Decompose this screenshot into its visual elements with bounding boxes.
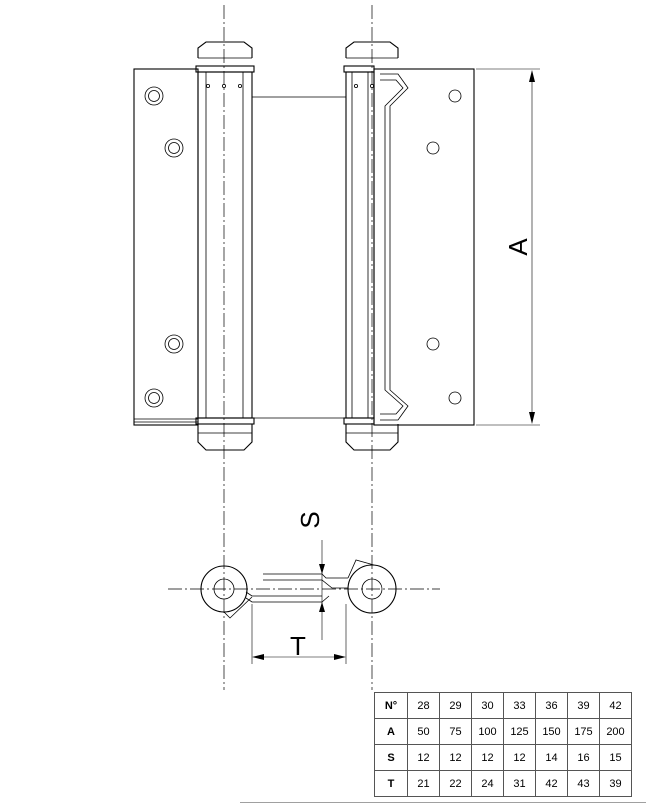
table-row-header: A xyxy=(374,718,408,745)
table-cell: 12 xyxy=(439,744,472,771)
table-row-header: N° xyxy=(374,692,408,719)
table-cell: 42 xyxy=(535,770,568,797)
right-plate-screw-holes xyxy=(426,89,462,405)
table-cell: 28 xyxy=(407,692,440,719)
table-cell: 200 xyxy=(599,718,632,745)
table-cell: 12 xyxy=(503,744,536,771)
dimension-t-label: T xyxy=(290,631,306,661)
table-cell: 125 xyxy=(503,718,536,745)
section-leaves xyxy=(245,573,348,603)
table-cell: 14 xyxy=(535,744,568,771)
table-cell: 31 xyxy=(503,770,536,797)
table-cell: 175 xyxy=(567,718,600,745)
dimension-a-label: A xyxy=(503,238,533,256)
table-cell: 24 xyxy=(471,770,504,797)
left-leaf-plate xyxy=(133,68,199,426)
table-cell: 100 xyxy=(471,718,504,745)
table-cell: 33 xyxy=(503,692,536,719)
table-cell: 42 xyxy=(599,692,632,719)
table-cell: 50 xyxy=(407,718,440,745)
section-right-knuckle xyxy=(347,559,397,614)
table-cell: 43 xyxy=(567,770,600,797)
table-cell: 16 xyxy=(567,744,600,771)
table-cell: 22 xyxy=(439,770,472,797)
left-plate-screw-holes xyxy=(144,86,184,408)
table-cell: 29 xyxy=(439,692,472,719)
section-left-knuckle xyxy=(200,565,253,619)
table-row-header: T xyxy=(374,770,408,797)
dimension-t: T xyxy=(251,604,347,664)
right-leaf-plate xyxy=(373,68,475,426)
dimension-a: A xyxy=(476,68,540,426)
table-cell: 12 xyxy=(471,744,504,771)
table-cell: 36 xyxy=(535,692,568,719)
table-cell: 39 xyxy=(599,770,632,797)
table-cell: 12 xyxy=(407,744,440,771)
table-cell: 39 xyxy=(567,692,600,719)
table-cell: 150 xyxy=(535,718,568,745)
table-row-header: S xyxy=(374,744,408,771)
table-cell: 75 xyxy=(439,718,472,745)
right-barrel xyxy=(343,41,399,451)
table-cell: 21 xyxy=(407,770,440,797)
dimension-s: S xyxy=(295,511,325,640)
dimension-s-label: S xyxy=(295,511,325,528)
left-barrel xyxy=(195,41,255,451)
table-cell: 30 xyxy=(471,692,504,719)
table-cell: 15 xyxy=(599,744,632,771)
